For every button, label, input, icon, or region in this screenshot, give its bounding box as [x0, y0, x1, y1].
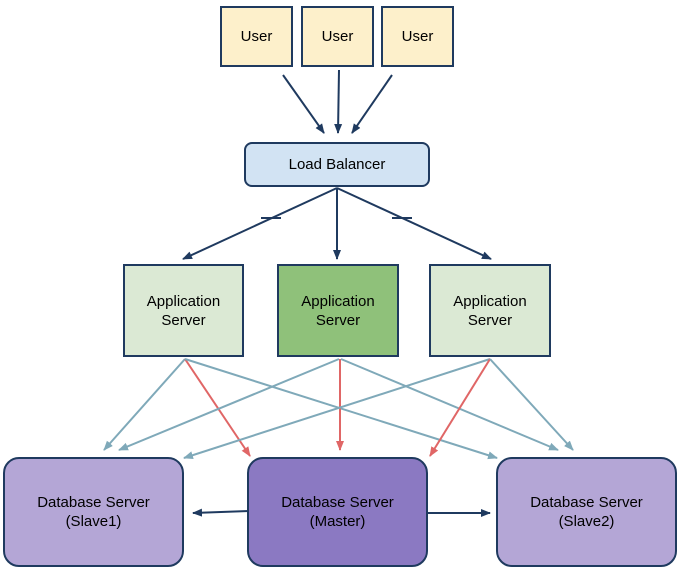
- arrow-app2-to-slave2: [340, 358, 559, 451]
- db-server-label-line2: (Master): [309, 513, 366, 530]
- arrow-user2-to-lb: [334, 69, 343, 134]
- db-server-master-node: Database Server (Master): [247, 457, 428, 567]
- app-server-label-line1: Application: [453, 292, 527, 310]
- user-node-3: User: [381, 6, 454, 67]
- arrow-lb-to-app3: [336, 187, 492, 260]
- arrow-app1-to-master: [184, 358, 251, 457]
- arrow-user1-to-lb: [282, 74, 325, 134]
- arrow-app1-to-slave1: [103, 358, 186, 451]
- arrow-app3-to-slave1: [183, 358, 491, 460]
- db-server-label-line1: Database Server: [37, 494, 150, 511]
- app-server-node-1: Application Server: [123, 264, 244, 357]
- db-server-label-line1: Database Server: [530, 494, 643, 511]
- user-node-1: User: [220, 6, 293, 67]
- load-balancer-label: Load Balancer: [288, 156, 386, 173]
- arrow-app3-to-slave2: [489, 358, 574, 451]
- user-label: User: [321, 28, 354, 45]
- db-server-label-line1: Database Server: [281, 494, 394, 511]
- load-balancer-node: Load Balancer: [244, 142, 430, 187]
- arrow-app2-to-slave1: [118, 358, 340, 451]
- db-server-slave2-node: Database Server (Slave2): [496, 457, 677, 567]
- user-label: User: [240, 28, 273, 45]
- app-server-label-line2: Server: [467, 311, 513, 329]
- db-server-slave1-node: Database Server (Slave1): [3, 457, 184, 567]
- arrow-lb-to-app1: [182, 187, 338, 260]
- user-label: User: [401, 28, 434, 45]
- app-server-node-2: Application Server: [277, 264, 399, 357]
- arrow-master-to-slave1: [192, 508, 250, 517]
- db-server-label-line2: (Slave1): [65, 513, 122, 530]
- app-server-label-line1: Application: [146, 292, 221, 310]
- user-node-2: User: [301, 6, 374, 67]
- app-server-node-3: Application Server: [429, 264, 551, 357]
- db-server-label-line2: (Slave2): [558, 513, 615, 530]
- arrow-app3-to-master: [429, 358, 491, 457]
- arrow-user3-to-lb: [351, 74, 393, 134]
- app-server-label-line2: Server: [315, 311, 361, 329]
- app-server-label-line2: Server: [161, 311, 206, 329]
- app-server-label-line1: Application: [301, 292, 375, 310]
